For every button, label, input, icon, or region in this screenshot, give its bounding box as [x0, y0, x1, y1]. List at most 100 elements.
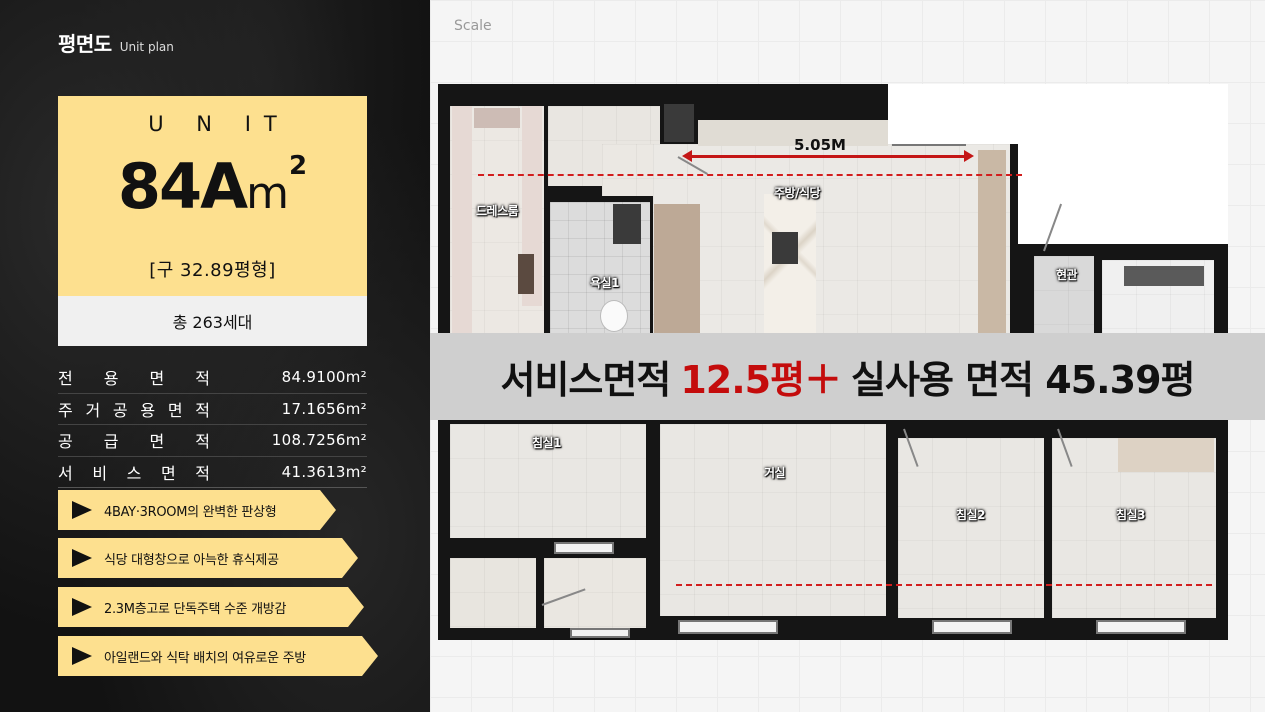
room-laundry [544, 558, 646, 628]
arrow-right-icon [72, 598, 92, 616]
page-title: 평면도 Unit plan [58, 28, 174, 57]
service-area-banner: 서비스면적 12.5평＋ 실사용 면적 45.39평 [430, 333, 1265, 420]
spec-char: 전 [58, 369, 73, 389]
unit-symbol: m [246, 168, 290, 219]
pantry-cabinet [978, 150, 1006, 334]
kitchen-island [764, 194, 816, 334]
window [554, 542, 614, 554]
room-bedroom1 [450, 424, 646, 538]
room-label-bedroom1: 침실1 [532, 436, 561, 450]
feature-text: 식당 대형창으로 아늑한 휴식제공 [104, 552, 279, 568]
spec-char: 면 [167, 400, 183, 420]
spec-char: 스 [126, 463, 142, 483]
spec-char: 면 [160, 463, 176, 483]
spec-char: 서 [58, 463, 73, 483]
ceiling-line-lower [676, 584, 1212, 586]
room-balcony [450, 558, 536, 628]
unit-card: U N IT 84Am2 [구 32.89평형] [58, 96, 367, 296]
room-label-bedroom2: 침실2 [956, 508, 985, 522]
scale-label: Scale [454, 18, 492, 34]
spec-char: 급 [103, 432, 119, 452]
feature-text: 4BAY·3ROOM의 완벽한 판상형 [104, 504, 277, 520]
spec-char: 면 [149, 369, 165, 389]
spec-char: 적 [195, 400, 210, 420]
kitchen-counter [698, 120, 888, 146]
cooktop [772, 232, 798, 264]
exterior-space [1018, 84, 1228, 244]
room-living [660, 424, 886, 616]
arrow-right-icon [72, 501, 92, 519]
spec-value: 108.7256m² [271, 431, 367, 450]
feature-item: 2.3M층고로 단독주택 수준 개방감 [58, 587, 364, 627]
built-in-cabinet [654, 204, 700, 334]
window [1096, 620, 1186, 634]
spec-value: 41.3613m² [281, 462, 367, 481]
feature-item: 아일랜드와 식탁 배치의 여유로운 주방 [58, 636, 378, 676]
spec-char: 적 [195, 432, 210, 452]
ceiling-line-upper [478, 174, 1022, 176]
sidebar: 평면도 Unit plan U N IT 84Am2 [구 32.89평형] 총… [0, 0, 430, 712]
household-count: 총 263세대 [58, 296, 367, 346]
wardrobe [452, 106, 472, 334]
spec-char: 용 [103, 369, 119, 389]
toilet [600, 300, 628, 332]
bathtub-edge [1124, 266, 1204, 286]
sink-counter [613, 204, 641, 244]
spec-char: 주 [58, 400, 73, 420]
room-label-bath1: 욕실1 [590, 276, 619, 290]
dimension-label: 5.05M [794, 136, 846, 154]
feature-item: 4BAY·3ROOM의 완벽한 판상형 [58, 490, 336, 530]
room-label-kitchen: 주방/식당 [774, 186, 821, 200]
arrow-left-icon [682, 150, 692, 162]
spec-char: 공 [58, 432, 73, 452]
appliance [664, 104, 694, 142]
unit-label: U N IT [148, 112, 290, 136]
spec-char: 공 [112, 400, 128, 420]
page-title-korean: 평면도 [58, 32, 112, 56]
window [570, 628, 630, 638]
room-label-entrance: 현관 [1056, 268, 1078, 282]
room-label-living: 거실 [764, 466, 786, 480]
unit-type-value: 84A [117, 150, 248, 223]
spec-char: 적 [195, 463, 210, 483]
spec-char: 거 [85, 400, 101, 420]
dimension-line [686, 155, 968, 158]
living-window [678, 620, 778, 634]
wardrobe-top [474, 108, 520, 128]
spec-value: 84.9100m² [281, 368, 367, 387]
room-bedroom2 [898, 438, 1044, 618]
spec-char: 적 [195, 369, 210, 389]
feature-text: 아일랜드와 식탁 배치의 여유로운 주방 [104, 650, 306, 666]
wall [568, 84, 888, 104]
room-label-dressroom: 드레스룸 [476, 204, 519, 218]
banner-service-value: 12.5평＋ [680, 358, 842, 402]
arrow-right-icon [964, 150, 974, 162]
shoe-rack [518, 254, 534, 294]
unit-symbol-sup: 2 [289, 151, 308, 181]
arrow-right-icon [72, 647, 92, 665]
banner-actual-area: 실사용 면적 45.39평 [851, 358, 1195, 402]
spec-value: 17.1656m² [281, 399, 367, 418]
spec-row-supply: 공 급 면 적 108.7256m² [58, 425, 367, 457]
room-entrance [1034, 256, 1094, 334]
page-title-english: Unit plan [119, 40, 174, 54]
wardrobe [1118, 438, 1214, 472]
unit-pyeong: [구 32.89평형] [149, 260, 276, 281]
spec-char: 면 [149, 432, 165, 452]
arrow-right-icon [72, 549, 92, 567]
window [932, 620, 1012, 634]
feature-text: 2.3M층고로 단독주택 수준 개방감 [104, 601, 287, 617]
unit-type: 84Am2 [58, 150, 367, 224]
spec-char: 비 [92, 463, 108, 483]
room-label-bedroom3: 침실3 [1116, 508, 1145, 522]
banner-service-label: 서비스면적 [500, 358, 672, 402]
feature-item: 식당 대형창으로 아늑한 휴식제공 [58, 538, 358, 578]
room-bath1 [550, 202, 650, 334]
